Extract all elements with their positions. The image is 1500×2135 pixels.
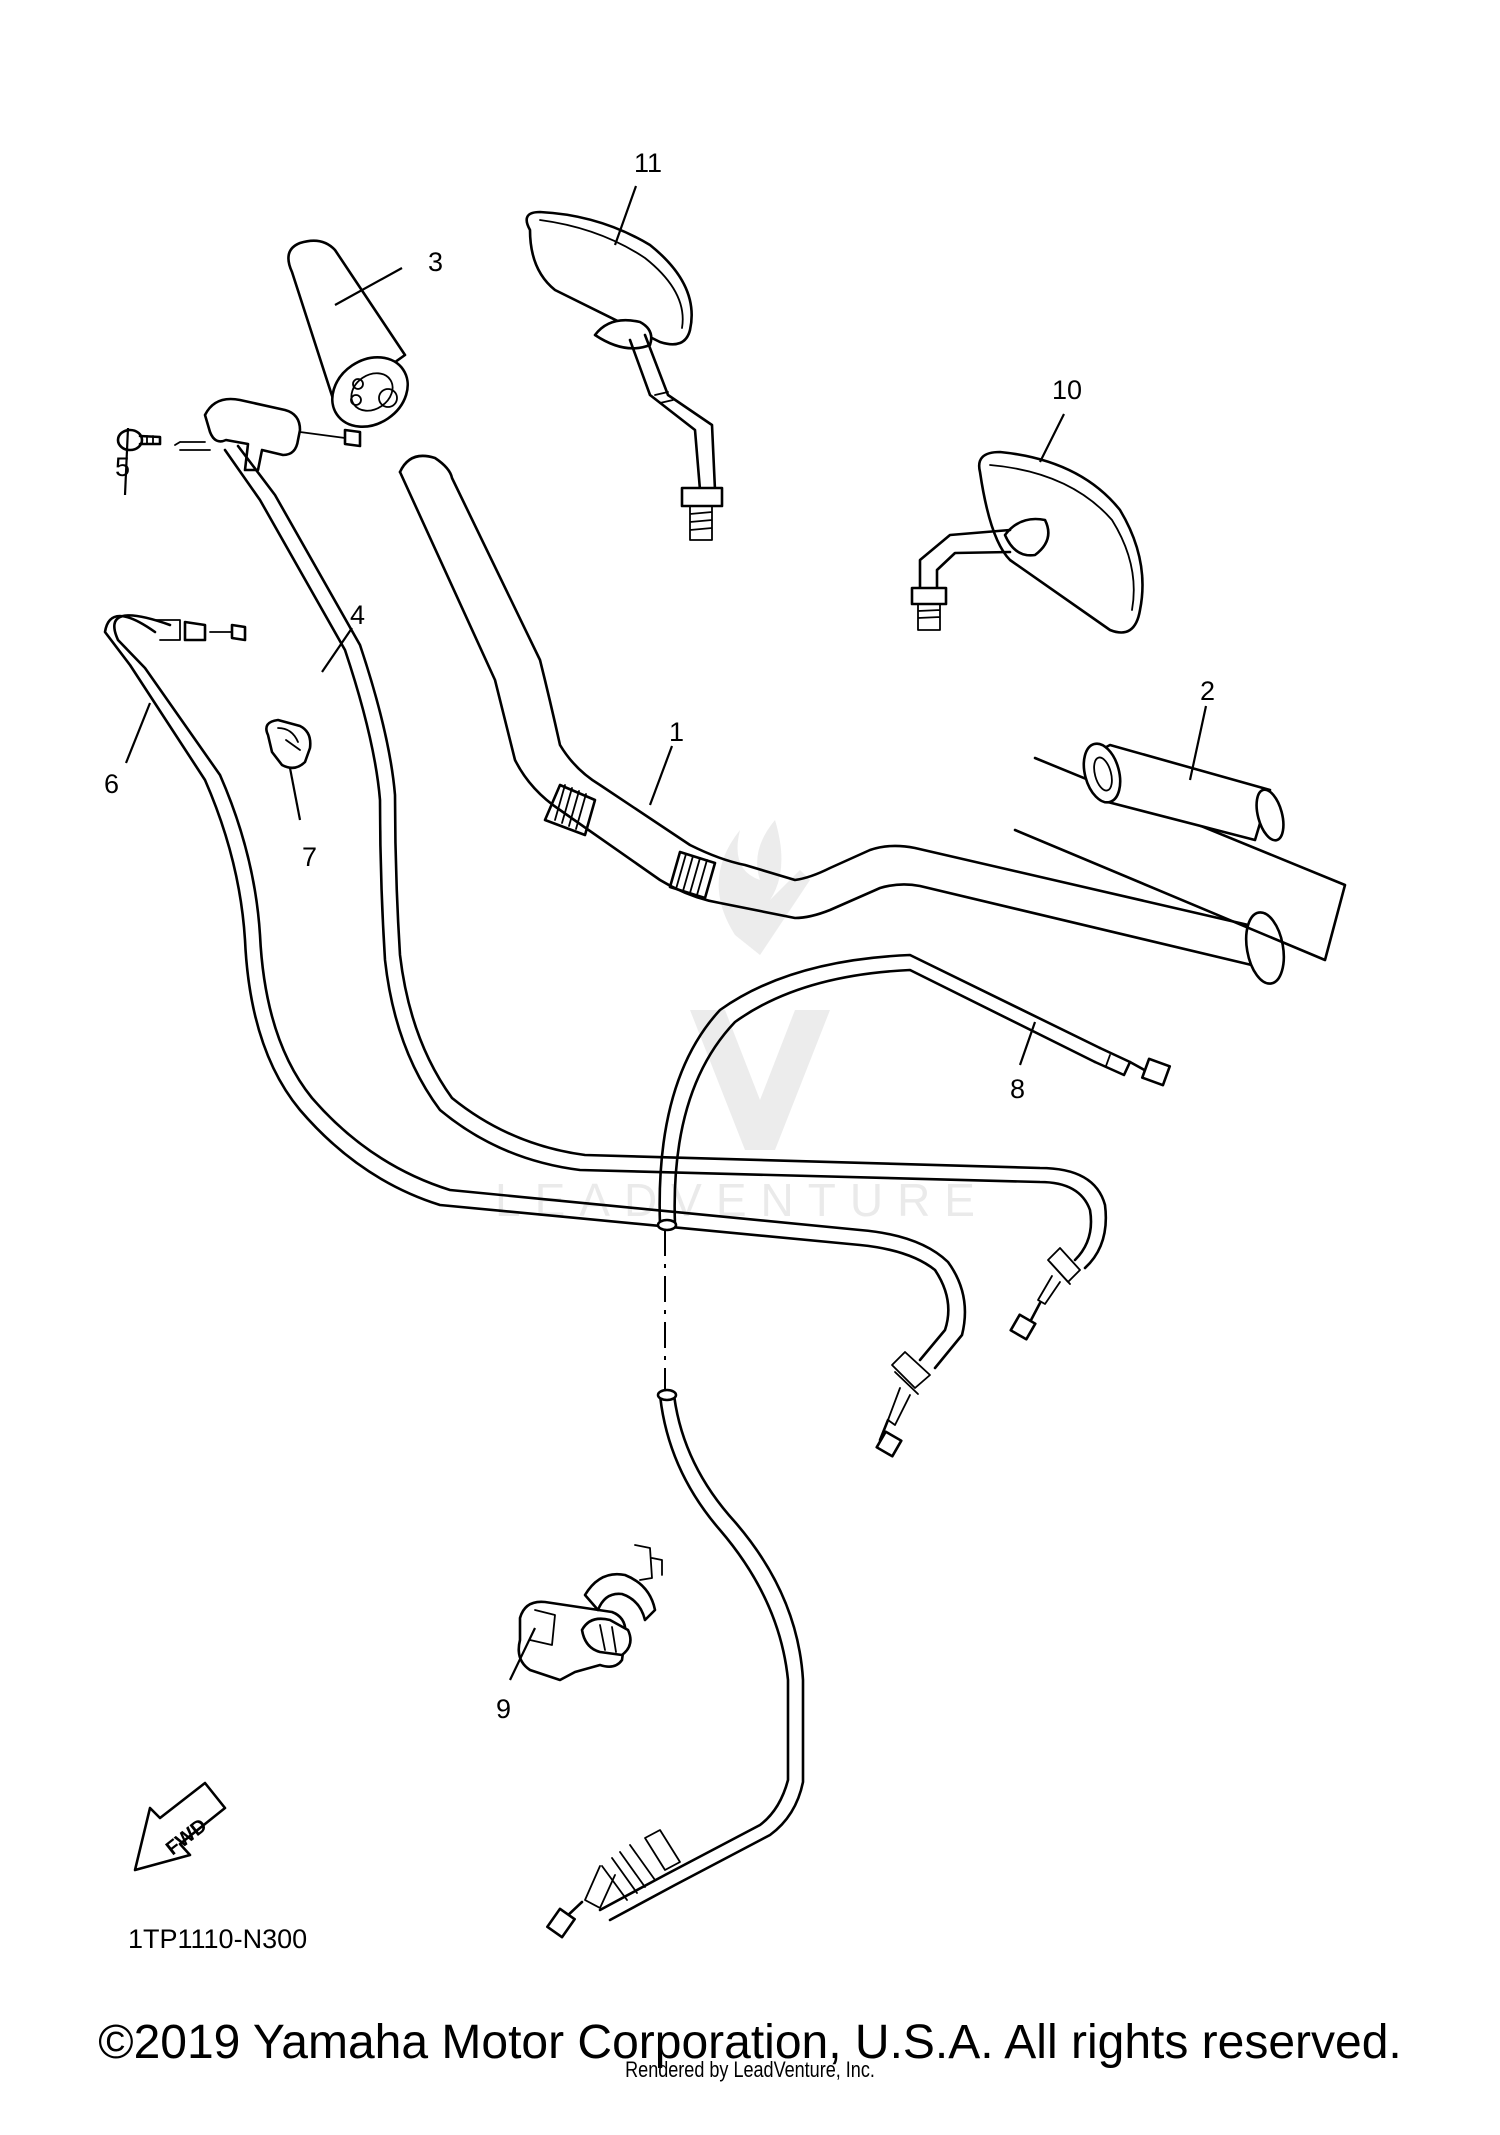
- part-1-handlebar: [398, 454, 1286, 985]
- leadventure-logo-icon: [690, 820, 830, 1150]
- diagram-code: 1TP1110-N300: [128, 1924, 307, 1954]
- callout-1: 1: [669, 717, 684, 747]
- callout-5: 5: [115, 452, 130, 482]
- rendered-by-notice: Rendered by LeadVenture, Inc.: [625, 2057, 875, 2082]
- part-2-grip: [1013, 742, 1347, 962]
- part-7-cable-clamp: [265, 718, 312, 770]
- callout-4: 4: [350, 600, 365, 630]
- copyright-notice: ©2019 Yamaha Motor Corporation, U.S.A. A…: [98, 2016, 1402, 2069]
- part-8-clutch-cable: [656, 953, 1172, 1232]
- callout-9: 9: [496, 1694, 511, 1724]
- part-5-bolt: [116, 428, 162, 452]
- part-6-throttle-cable: [103, 614, 967, 1458]
- callouts: 1 2 3 4 5 6 7 8 9 10 11: [104, 148, 1215, 1724]
- part-9-cable-holder: [517, 1544, 663, 1682]
- clutch-cable-lower: [546, 1388, 805, 1939]
- callout-3: 3: [428, 247, 443, 277]
- part-3-grip: [287, 239, 409, 429]
- callout-10: 10: [1052, 375, 1082, 405]
- part-4-throttle-cable: [223, 444, 1108, 1341]
- callout-11: 11: [634, 148, 662, 178]
- leader-lines: [123, 185, 1208, 1681]
- callout-8: 8: [1010, 1074, 1025, 1104]
- callout-7: 7: [302, 842, 317, 872]
- callout-2: 2: [1200, 676, 1215, 706]
- cable-bracket: [174, 397, 362, 472]
- part-11-mirror: [525, 210, 724, 541]
- part-10-mirror: [910, 450, 1144, 634]
- fwd-arrow-icon: FWD: [133, 1781, 227, 1872]
- callout-6: 6: [104, 769, 119, 799]
